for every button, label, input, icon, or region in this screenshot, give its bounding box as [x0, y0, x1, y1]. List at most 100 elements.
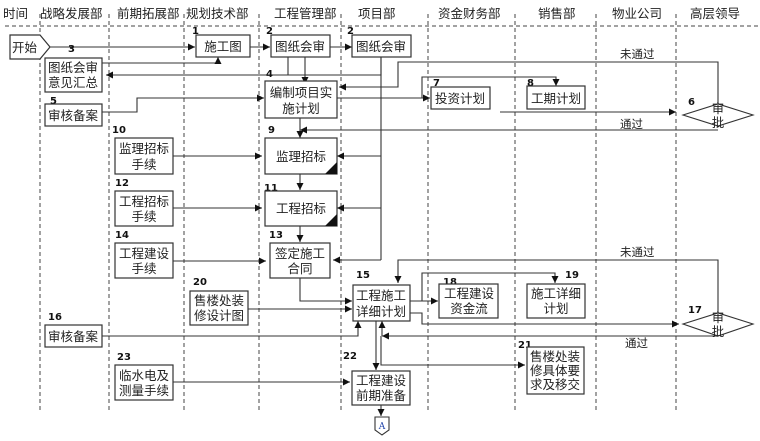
- lane-header-planning-tech: 规划技术部: [186, 6, 249, 21]
- node-19[interactable]: 19 施工详细 计划: [526, 270, 586, 319]
- connectors: [50, 43, 719, 416]
- node-number: 5: [50, 96, 57, 107]
- node-text: 手续: [131, 209, 156, 224]
- node-16[interactable]: 16 审核备案: [44, 312, 103, 348]
- node-box: [526, 85, 586, 110]
- lane-header-project: 项目部: [358, 6, 396, 21]
- edge-6-fail-to-4: [339, 61, 719, 104]
- start-shape: [9, 34, 51, 60]
- lane-header-finance: 资金财务部: [438, 6, 501, 21]
- subprocess-marker-icon: [325, 162, 337, 174]
- node-5[interactable]: 5 审核备案: [44, 96, 103, 127]
- node-text: 求及移交: [530, 377, 580, 392]
- off-page-connector[interactable]: A: [374, 416, 390, 436]
- edge-13-to-15: [299, 278, 352, 305]
- node-text: 签定施工: [275, 246, 325, 261]
- node-number: 23: [117, 352, 131, 363]
- label-passed-1: 通过: [620, 117, 643, 131]
- decision-diamond: [681, 312, 755, 337]
- edge-2-to-3: [106, 57, 382, 79]
- node-2-project[interactable]: 2 图纸会审: [347, 26, 412, 58]
- node-text: 审: [712, 101, 725, 116]
- start-node[interactable]: 开始: [9, 34, 51, 60]
- node-box: [195, 34, 251, 58]
- node-text: 售楼处装: [194, 293, 244, 308]
- node-text: 详细计划: [356, 304, 406, 319]
- node-15[interactable]: 15 工程施工 详细计划: [352, 270, 411, 322]
- node-number: 21: [518, 340, 532, 351]
- node-box: [352, 284, 411, 322]
- node-text: 工程施工: [356, 288, 406, 303]
- off-page-connector-shape: [374, 416, 390, 436]
- lane-header-pre-development: 前期拓展部: [117, 6, 180, 21]
- node-text: 计划: [543, 301, 568, 316]
- node-box: [351, 370, 411, 406]
- node-1[interactable]: 1 施工图: [192, 26, 251, 58]
- edge-4-to-8: [421, 76, 560, 98]
- node-text: 测量手续: [119, 383, 169, 398]
- node-14[interactable]: 14 工程建设 手续: [114, 230, 174, 279]
- node-10[interactable]: 10 监理招标 手续: [112, 125, 174, 175]
- node-number: 12: [115, 178, 129, 189]
- node-box: [114, 364, 174, 401]
- connector-label: A: [378, 422, 386, 432]
- lane-header-property: 物业公司: [612, 6, 662, 21]
- node-number: 14: [115, 230, 129, 241]
- node-text: 工程建设: [119, 246, 170, 261]
- subprocess-marker-icon: [325, 214, 337, 226]
- node-18[interactable]: 18 工程建设 资金流: [438, 277, 499, 319]
- node-number: 17: [688, 305, 702, 316]
- node-number: 18: [443, 277, 457, 288]
- node-23[interactable]: 23 临水电及 测量手续: [114, 352, 174, 401]
- node-text: 施计划: [282, 101, 320, 116]
- lane-header-sales: 销售部: [538, 6, 576, 21]
- node-text: 工程建设: [356, 373, 407, 388]
- node-11[interactable]: 11 工程招标: [264, 183, 338, 227]
- node-number: 4: [266, 69, 273, 80]
- node-number: 9: [268, 125, 275, 136]
- node-box: [44, 57, 103, 93]
- node-box: [269, 242, 331, 279]
- lane-header-strategy: 战略发展部: [40, 6, 103, 21]
- node-text: 售楼处装: [530, 349, 580, 364]
- node-text: 批: [712, 115, 725, 130]
- node-9[interactable]: 9 监理招标: [264, 125, 338, 175]
- node-text: 图纸会审: [275, 39, 325, 54]
- node-text: 编制项目实: [270, 85, 333, 100]
- node-20[interactable]: 20 售楼处装 修设计图: [189, 277, 249, 326]
- node-2-engineering[interactable]: 2 图纸会审: [266, 26, 331, 58]
- label-not-passed-1: 未通过: [620, 47, 655, 61]
- node-text: 工程招标: [276, 201, 326, 216]
- node-number: 16: [48, 312, 62, 323]
- node-17-approval[interactable]: 17 审 批: [681, 305, 755, 339]
- node-8[interactable]: 8 工期计划: [526, 78, 586, 110]
- node-box: [430, 86, 491, 110]
- node-4[interactable]: 4 编制项目实 施计划: [264, 69, 338, 119]
- header-time: 时间: [3, 6, 28, 21]
- node-text: 审核备案: [48, 108, 99, 123]
- lane-header-leadership: 高层领导: [690, 6, 740, 21]
- edge-17-fail-to-15: [394, 259, 719, 316]
- node-text: 图纸会审: [356, 39, 406, 54]
- node-number: 10: [112, 125, 126, 136]
- edge-15-to-19: [421, 272, 559, 301]
- edge-16-to-15: [102, 321, 362, 337]
- node-13[interactable]: 13 签定施工 合同: [269, 230, 331, 279]
- edge-15-to-21: [380, 336, 525, 369]
- node-number: 6: [688, 97, 695, 108]
- node-number: 19: [565, 270, 579, 281]
- node-7[interactable]: 7 投资计划: [430, 78, 491, 110]
- node-text: 前期准备: [356, 388, 407, 403]
- node-box: [189, 290, 249, 326]
- node-number: 3: [68, 44, 75, 55]
- node-text: 工程建设: [444, 286, 495, 301]
- node-21[interactable]: 21 售楼处装 修具体要 求及移交: [518, 340, 585, 395]
- node-number: 13: [269, 230, 283, 241]
- node-22[interactable]: 22 工程建设 前期准备: [343, 351, 411, 406]
- node-text: 修具体要: [530, 363, 580, 378]
- label-passed-2: 通过: [625, 336, 648, 350]
- node-12[interactable]: 12 工程招标 手续: [114, 178, 174, 227]
- start-label: 开始: [12, 40, 38, 55]
- node-6-approval[interactable]: 6 审 批: [681, 97, 755, 130]
- node-3[interactable]: 3 图纸会审 意见汇总: [44, 44, 103, 93]
